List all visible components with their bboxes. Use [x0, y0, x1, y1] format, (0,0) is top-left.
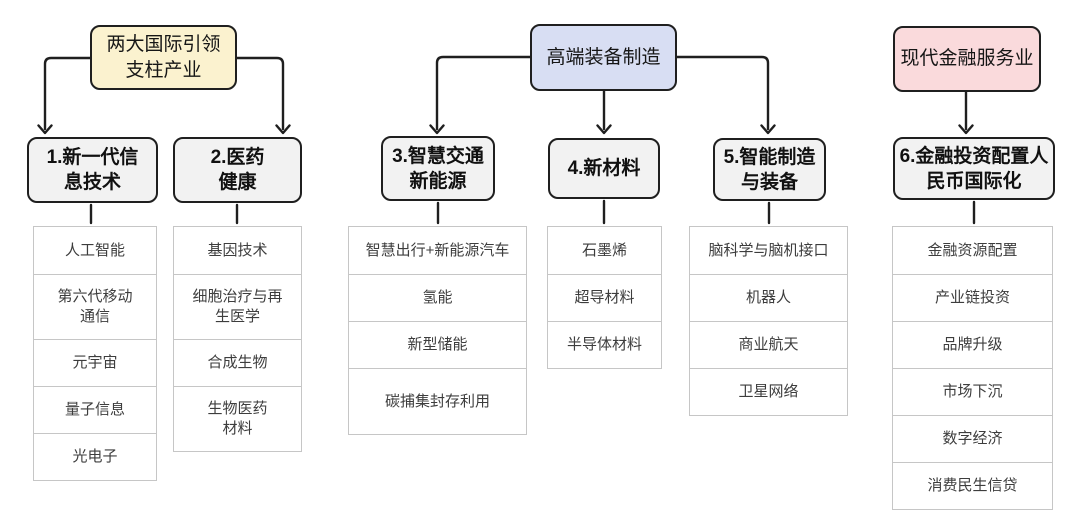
list-item: 基因技术 — [207, 241, 268, 259]
parent-box-modern-finance: 现代金融服务业 — [893, 26, 1041, 92]
list-item: 智慧出行+新能源汽车 — [365, 241, 510, 259]
arrow-pillar-to-col1 — [43, 56, 92, 131]
arrowhead-col2 — [275, 124, 291, 135]
category-title: 3.智慧交通 新能源 — [392, 145, 484, 192]
list-item: 生物医药 材料 — [174, 386, 301, 451]
category-box-6: 6.金融投资配置人 民币国际化 — [893, 137, 1055, 200]
parent-box-label: 现代金融服务业 — [900, 48, 1034, 69]
list-item: 卫星网络 — [690, 368, 847, 415]
category-box-2: 2.医药 健康 — [173, 137, 302, 203]
list-item: 第六代移动 通信 — [34, 274, 156, 339]
arrowhead-col6 — [958, 124, 974, 135]
list-item: 市场下沉 — [893, 368, 1052, 415]
arrow-pillar-to-col2 — [235, 56, 285, 131]
parent-box-high-end-equipment: 高端装备制造 — [530, 24, 677, 91]
category-title: 5.智能制造 与装备 — [723, 146, 816, 193]
arrowhead-col3 — [429, 124, 445, 135]
list-item: 数字经济 — [893, 415, 1052, 462]
list-item: 元宇宙 — [34, 339, 156, 386]
list-item: 金融资源配置 — [927, 241, 1018, 259]
arrow-equipment-to-col5 — [675, 55, 770, 131]
category-box-4: 4.新材料 — [548, 138, 660, 199]
category-list-4: 石墨烯 超导材料 半导体材料 — [547, 226, 662, 369]
category-box-1: 1.新一代信 息技术 — [27, 137, 158, 203]
parent-box-label: 高端装备制造 — [546, 46, 661, 68]
list-item: 人工智能 — [64, 241, 125, 259]
category-list-1: 人工智能 第六代移动 通信 元宇宙 量子信息 光电子 — [33, 226, 157, 481]
category-list-2: 基因技术 细胞治疗与再 生医学 合成生物 生物医药 材料 — [173, 226, 302, 452]
arrow-equipment-to-col3 — [435, 55, 532, 131]
list-item: 商业航天 — [690, 321, 847, 368]
list-item: 光电子 — [34, 433, 156, 480]
category-title: 1.新一代信 息技术 — [46, 147, 139, 193]
category-box-3: 3.智慧交通 新能源 — [381, 136, 495, 201]
list-item: 机器人 — [690, 274, 847, 321]
arrowhead-col1 — [37, 124, 53, 135]
list-item: 合成生物 — [174, 339, 301, 386]
list-item: 消费民生信贷 — [893, 462, 1052, 509]
category-title: 6.金融投资配置人 民币国际化 — [899, 145, 1049, 192]
list-item: 石墨烯 — [581, 241, 627, 259]
category-box-5: 5.智能制造 与装备 — [713, 138, 826, 201]
list-item: 量子信息 — [34, 386, 156, 433]
parent-box-pillar-industries: 两大国际引领 支柱产业 — [90, 25, 237, 90]
list-item: 碳捕集封存利用 — [349, 368, 526, 434]
arrowhead-col5 — [760, 124, 776, 135]
list-item: 氢能 — [349, 274, 526, 321]
list-item: 脑科学与脑机接口 — [708, 241, 829, 259]
category-list-5: 脑科学与脑机接口 机器人 商业航天 卫星网络 — [689, 226, 848, 416]
category-list-3: 智慧出行+新能源汽车 氢能 新型储能 碳捕集封存利用 — [348, 226, 527, 435]
category-title: 4.新材料 — [567, 158, 641, 179]
parent-box-label: 两大国际引领 支柱产业 — [106, 33, 221, 81]
list-item: 半导体材料 — [548, 321, 661, 368]
category-title: 2.医药 健康 — [210, 147, 265, 193]
list-item: 品牌升级 — [893, 321, 1052, 368]
arrowhead-col4 — [596, 124, 612, 135]
list-item: 新型储能 — [349, 321, 526, 368]
category-list-6: 金融资源配置 产业链投资 品牌升级 市场下沉 数字经济 消费民生信贷 — [892, 226, 1053, 510]
list-item: 超导材料 — [548, 274, 661, 321]
list-item: 产业链投资 — [893, 274, 1052, 321]
list-item: 细胞治疗与再 生医学 — [174, 274, 301, 339]
